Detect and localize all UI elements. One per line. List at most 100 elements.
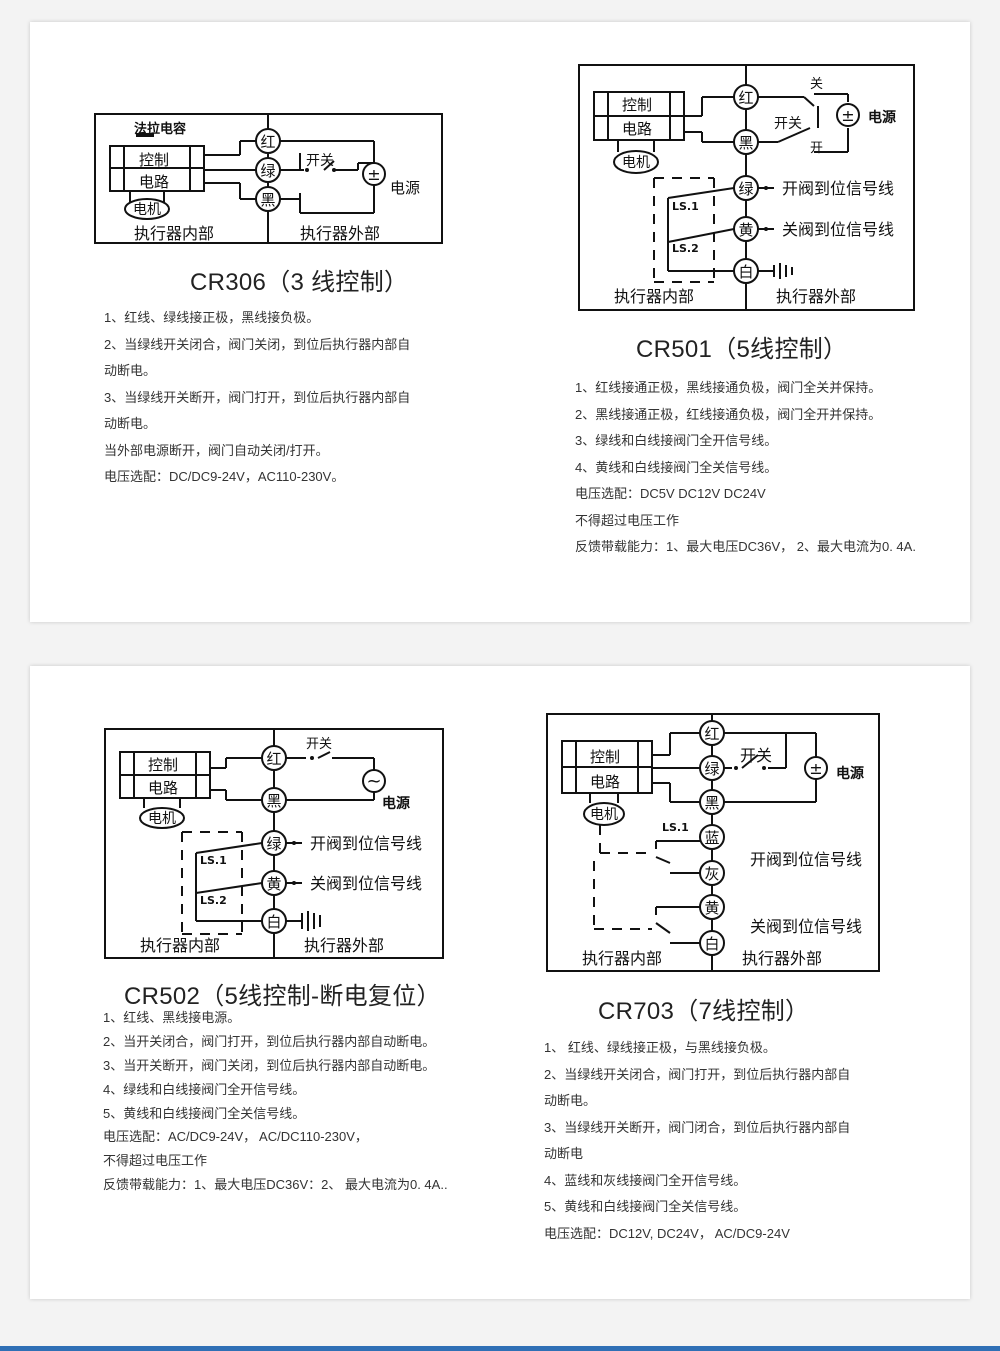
cr502-power-label: 电源 [382,795,410,812]
cr703-note: 4、蓝线和灰线接阀门全开信号线。 [544,1172,747,1188]
cr501-power-symbol [836,103,860,127]
cr703-grey-label: 灰 [704,865,719,883]
cr703-blue-label: 蓝 [704,829,719,847]
cr502-outside-label: 执行器外部 [304,936,384,955]
cr703-red-label: 红 [704,725,719,743]
cr501-red-label: 红 [738,89,753,107]
cr306-plusminus-label: ± [367,165,380,184]
cr501-close-signal-label: 关阀到位信号线 [782,220,894,239]
cr502-circuit-label: 电路 [148,779,178,797]
cr502-note: 不得超过电压工作 [103,1153,208,1169]
cr501-guan-label: 关 [810,77,823,92]
cr703-note: 电压选配：DC12V, DC24V， AC/DC9-24V [544,1225,790,1241]
cr703-note: 动断电。 [544,1093,597,1108]
cr502-motor [139,807,185,829]
cr502-inside-label: 执行器内部 [140,936,220,955]
cr306-outside-label: 执行器外部 [300,224,380,243]
cr703-switch-label: 开关 [740,746,772,765]
cr703-control-label: 控制 [590,748,620,766]
cr502-black-terminal [261,787,287,813]
cr501-note: 1、红线接通正极，黑线接通负极，阀门全关并保持。 [575,380,882,395]
cr501-green-terminal [733,175,759,201]
cr501-switch-label: 开关 [774,116,802,132]
bottom-accent-bar [0,1346,1000,1351]
cr501-note: 3、绿线和白线接阀门全开信号线。 [575,433,778,448]
cr703-title: CR703（7线控制） [598,998,810,1025]
cr703-note: 3、当绿线开关断开，阀门闭合，到位后执行器内部自 [544,1119,851,1135]
cr502-note: 1、红线、黑线接电源。 [103,1010,241,1025]
cr501-yellow-label: 黄 [738,221,753,239]
cr306-green-label: 绿 [260,162,275,180]
cr501-notes: 1、红线接通正极，黑线接通负极，阀门全关并保持。 2、黑线接通正极，红线接通负极… [575,375,916,561]
cr703-red-terminal [699,720,725,746]
cr306-notes: 1、红线、绿线接正极，黑线接负极。 2、当绿线开关闭合，阀门关闭，到位后执行器内… [104,305,410,491]
cr502-white-terminal [261,908,287,934]
cr502-yellow-label: 黄 [266,875,281,893]
cr306-title: CR306（3 线控制） [190,269,409,296]
cr703-notes: 1、 红线、绿线接正极，与黑线接负极。 2、当绿线开关闭合，阀门打开，到位后执行… [544,1035,850,1247]
cr502-green-label: 绿 [266,835,281,853]
cr501-wiring-diagram: 控制 电路 电机 红 黑 绿 黄 白 关 开 开关 ± 电源 开阀到位信号线 关… [578,64,915,311]
cr703-grey-terminal [699,860,725,886]
cr502-notes: 1、红线、黑线接电源。 2、当开关闭合，阀门打开，到位后执行器内部自动断电。 3… [103,1006,448,1197]
cr501-control-label: 控制 [622,96,652,114]
cr306-note: 2、当绿线开关闭合，阀门关闭，到位后执行器内部自 [104,336,411,352]
cr502-note: 4、绿线和白线接阀门全开信号线。 [103,1081,306,1097]
top-panel [30,22,970,622]
cr306-red-terminal [255,128,281,154]
cr501-note: 不得超过电压工作 [575,512,680,528]
cr501-black-terminal [733,129,759,155]
cr703-close-signal-label: 关阀到位信号线 [750,917,862,936]
cr306-note: 电压选配：DC/DC9-24V，AC110-230V。 [104,469,345,484]
cr703-note: 动断电 [544,1146,584,1161]
cr501-motor-label: 电机 [622,155,650,171]
cr306-power-symbol [362,162,386,186]
cr502-green-terminal [261,830,287,856]
cr501-power-label: 电源 [868,109,896,126]
cr502-ac-source-symbol [362,769,386,793]
cr501-kai-label: 开 [810,141,823,156]
cr703-wiring-diagram: 控制 电路 电机 红 绿 黑 蓝 灰 黄 白 开关 ± 电源 开阀到位信号线 关… [546,713,880,972]
cr501-ls2-label: LS.2 [672,242,699,255]
cr306-wiring-diagram: 法拉电容 控制 电路 电机 红 绿 黑 开关 ± 电源 执行器内部 执行器外部 [94,113,443,244]
cr306-note: 动断电。 [104,416,157,431]
cr703-black-terminal [699,789,725,815]
cr703-yellow-terminal [699,894,725,920]
cr502-ac-label: ~ [366,771,381,792]
cr306-circuit-label: 电路 [139,173,169,191]
cr703-black-label: 黑 [704,794,719,812]
cr501-note: 2、黑线接通正极，红线接通负极，阀门全开并保持。 [575,406,882,422]
cr703-power-label: 电源 [836,765,864,782]
cr501-note: 反馈带载能力：1、最大电压DC36V， 2、最大电流为0. 4A. [575,539,916,554]
cr703-outside-label: 执行器外部 [742,949,822,968]
cr306-black-label: 黑 [260,191,275,209]
cr501-red-terminal [733,84,759,110]
cr502-title: CR502（5线控制-断电复位） [124,983,441,1010]
cr703-plusminus-label: ± [809,759,822,778]
cr501-title: CR501（5线控制） [636,336,848,363]
cr502-note: 3、当开关断开，阀门关闭，到位后执行器内部自动断电。 [103,1057,436,1073]
cr306-switch-label: 开关 [306,153,334,169]
cr501-open-signal-label: 开阀到位信号线 [782,179,894,198]
cr306-black-terminal [255,186,281,212]
cr306-note: 3、当绿线开关断开，阀门打开，到位后执行器内部自 [104,389,411,405]
cr502-control-label: 控制 [148,756,178,774]
cr501-inside-label: 执行器内部 [614,287,694,306]
cr502-red-label: 红 [266,750,281,768]
cr306-motor-label: 电机 [133,202,161,218]
cr501-black-label: 黑 [738,134,753,152]
cr502-ls1-label: LS.1 [200,854,227,867]
cr502-wiring-diagram: 控制 电路 电机 红 黑 绿 黄 白 开关 ~ 电源 开阀到位信号线 关阀到位信… [104,728,444,959]
cr703-power-symbol [804,756,828,780]
cr502-ls2-label: LS.2 [200,894,227,907]
cr502-note: 5、黄线和白线接阀门全关信号线。 [103,1105,306,1121]
cr501-motor [613,150,659,174]
cr703-motor-label: 电机 [590,807,618,823]
cr703-open-signal-label: 开阀到位信号线 [750,850,862,869]
cr306-note: 当外部电源断开，阀门自动关闭/打开。 [104,442,329,458]
cr703-yellow-label: 黄 [704,899,719,917]
cr501-circuit-label: 电路 [622,120,652,138]
cr703-note: 2、当绿线开关闭合，阀门打开，到位后执行器内部自 [544,1066,851,1082]
cr306-power-label: 电源 [390,179,420,197]
cr502-switch-label: 开关 [306,737,332,752]
